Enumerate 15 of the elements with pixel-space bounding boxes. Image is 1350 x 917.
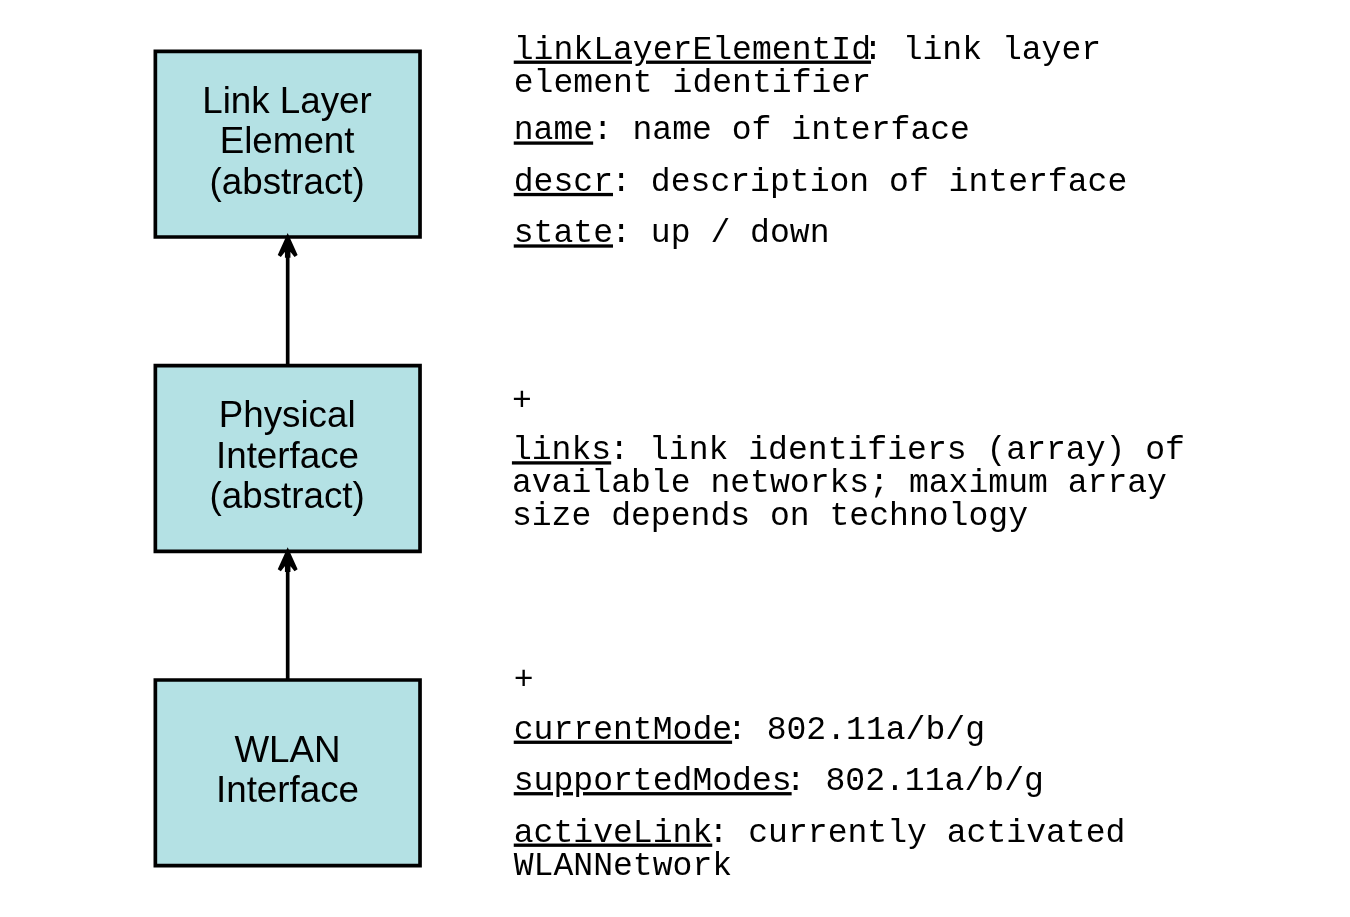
node-label: activeLink: currently activated WLANNetwork [513,813,1125,885]
node-label: links: link identifiers (array) of available networks; maximum array size depends on technology [511,431,1185,536]
arrow [277,549,298,680]
node-label: + [513,660,534,699]
arrow [277,235,298,366]
node-label: linkLayerElementId: link layer element identifier [513,30,1101,102]
node-label: + [511,381,532,420]
node-label: descr: description of interface [513,162,1127,201]
node-box: Physical Interface (abstract) [153,363,422,554]
node-label: state: up / down [513,214,830,253]
node-label: supportedModes: 802.11a/b/g [513,762,1044,801]
node-label: currentMode: 802.11a/b/g [513,710,985,749]
node-box: WLAN Interface [153,678,422,868]
node-box: Link Layer Element (abstract) [153,49,422,239]
node-label: name: name of interface [513,111,970,150]
